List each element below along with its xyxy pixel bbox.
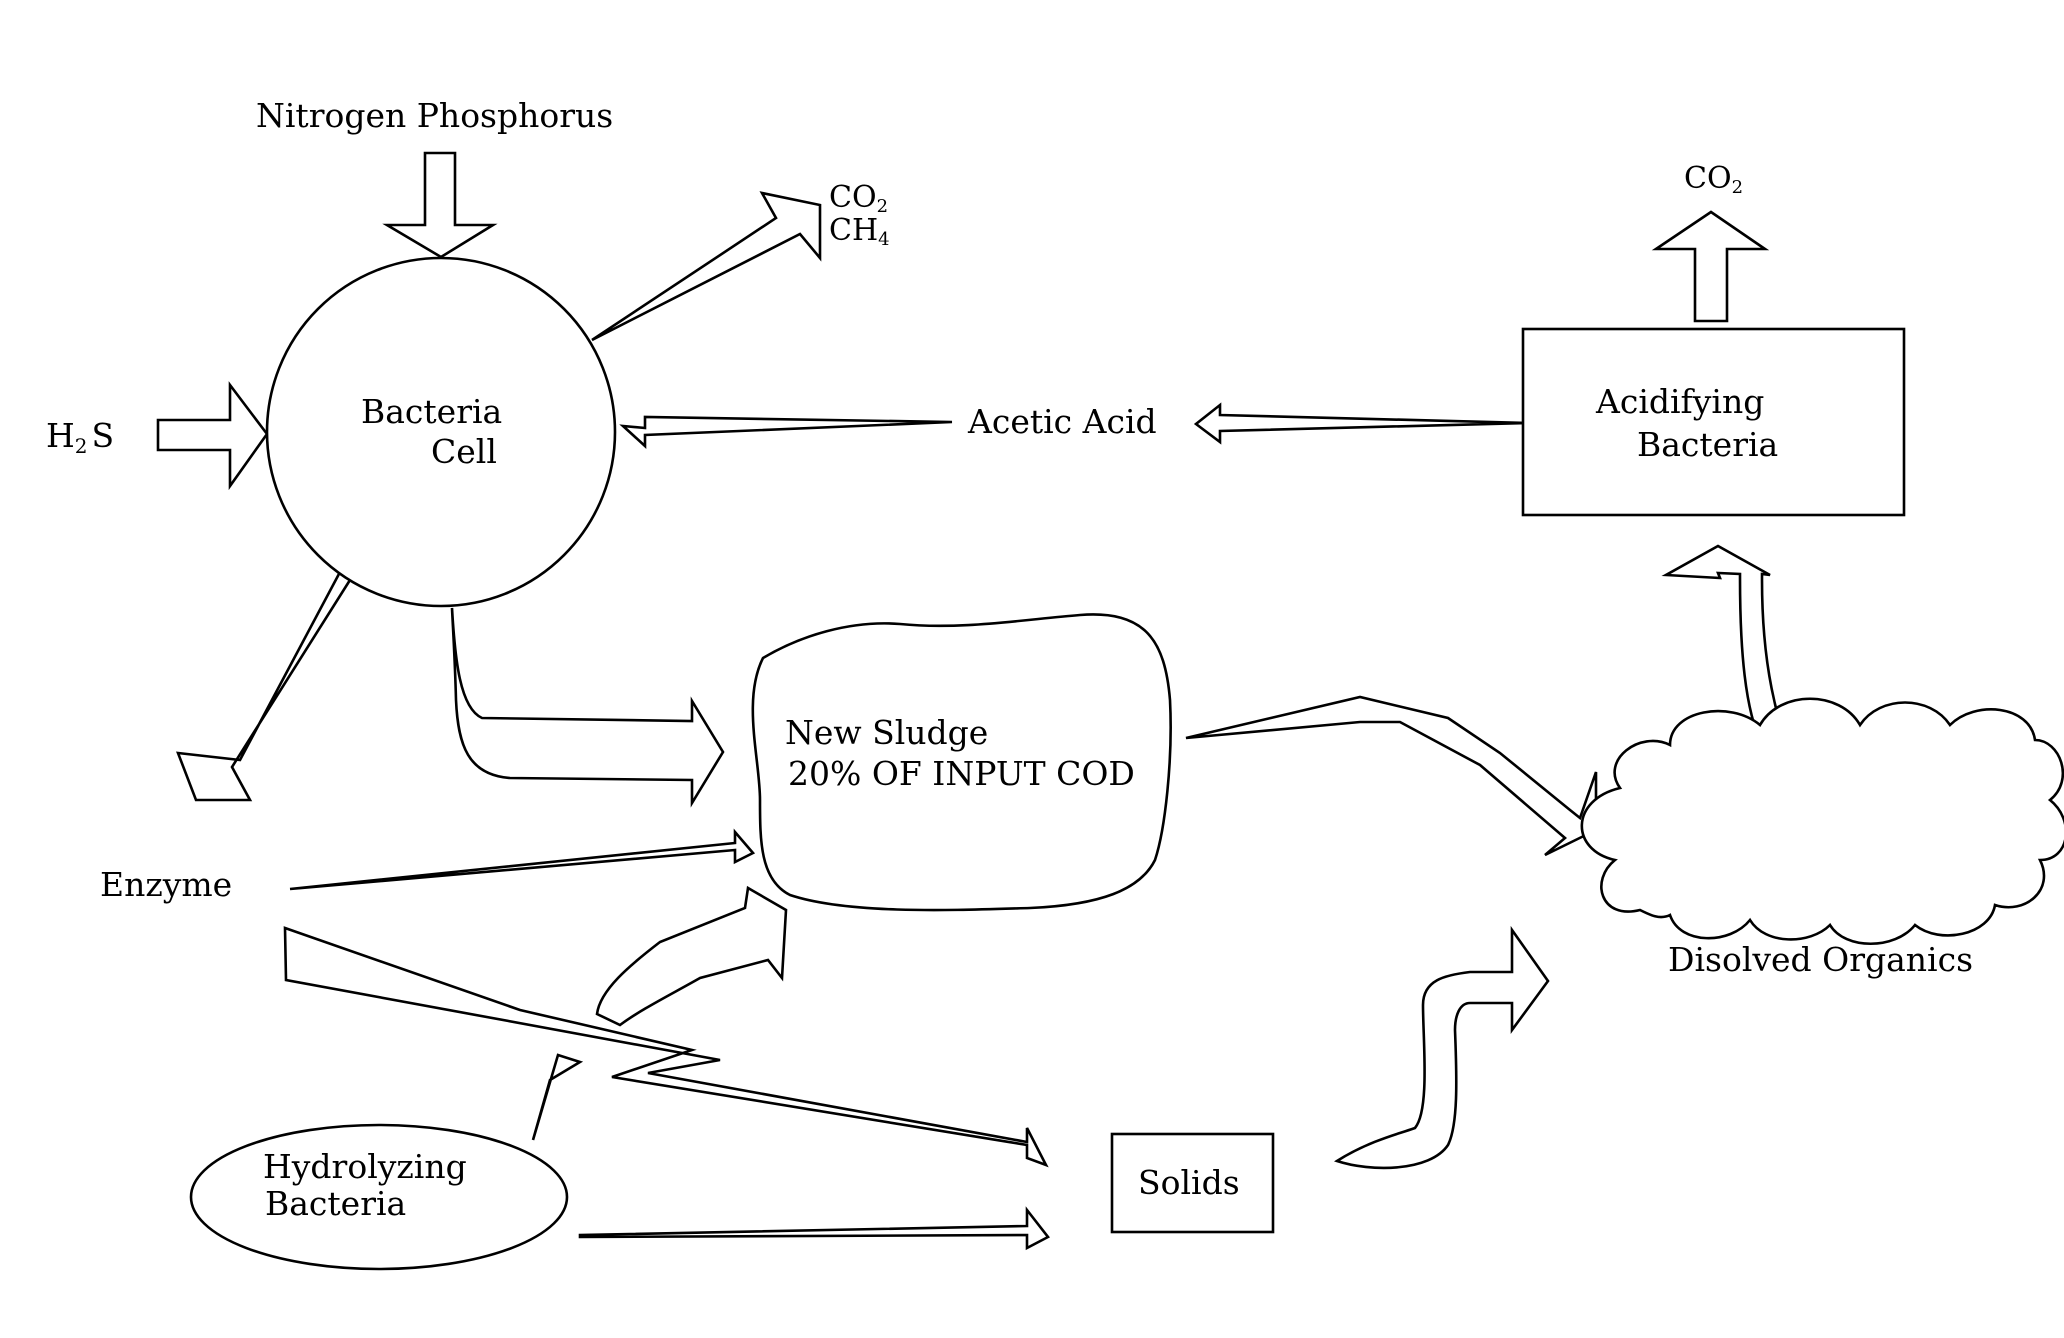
hydrolyzing-up-wedge	[531, 1053, 584, 1141]
h2s-s: S	[92, 416, 115, 455]
cell-ch4-subscript: 4	[878, 229, 889, 250]
solids-label: Solids	[1138, 1163, 1240, 1202]
cell-to-enzyme-arrow	[176, 570, 352, 802]
enzyme-to-solids-arrow	[283, 926, 1049, 1168]
acetic-acid-to-cell-arrow	[619, 415, 953, 449]
acid-co2-main: CO	[1684, 161, 1732, 196]
acidifying-bacteria-label-line2: Bacteria	[1637, 425, 1778, 464]
h2s-h: H	[46, 416, 75, 455]
bacteria-cell-node	[265, 256, 617, 608]
dissolved-organics-node	[1580, 697, 2064, 945]
hydrolyzing-to-sludge-arrow	[595, 885, 788, 1027]
h2s-input-arrow	[156, 381, 269, 491]
acidifying-bacteria-label-line1: Acidifying	[1595, 382, 1764, 421]
acid-gas-co2-label: CO2	[1684, 161, 1743, 198]
cell-co2-main: CO	[829, 180, 877, 215]
bacteria-cell-label-line2: Cell	[431, 432, 497, 471]
nutrient-input-arrow	[382, 151, 498, 259]
hydrolyzing-bacteria-label-line1: Hydrolyzing	[263, 1147, 467, 1186]
acidifying-bacteria-node	[1521, 327, 1906, 517]
hydrolyzing-bacteria-label-line2: Bacteria	[265, 1184, 406, 1223]
solids-node	[1110, 1132, 1275, 1234]
cell-gas-co2-label: CO2	[829, 180, 888, 217]
hydrolyzing-bacteria-node	[189, 1123, 569, 1271]
acid-gas-output-arrow	[1651, 210, 1770, 323]
sludge-to-organics-arrow	[1185, 695, 1598, 857]
h2s-subscript: 2	[75, 434, 88, 458]
new-sludge-label-line1: New Sludge	[785, 713, 988, 752]
enzyme-to-sludge-arrow	[289, 828, 756, 891]
cell-co2-subscript: 2	[877, 196, 888, 217]
acidifying-to-acetic-arrow	[1193, 402, 1528, 445]
dissolved-organics-label: Disolved Organics	[1668, 940, 1973, 979]
cell-ch4-main: CH	[829, 213, 878, 248]
cell-to-sludge-arrow	[450, 607, 725, 808]
acid-co2-subscript: 2	[1732, 177, 1743, 198]
new-sludge-label-line2: 20% OF INPUT COD	[788, 754, 1135, 793]
hydrolyzing-to-solids-arrow	[578, 1206, 1050, 1251]
new-sludge-node	[751, 613, 1172, 912]
nitrogen-phosphorus-label: Nitrogen Phosphorus	[256, 96, 613, 135]
cell-gas-output-arrow	[591, 191, 822, 342]
cell-gas-ch4-label: CH4	[829, 213, 890, 250]
bacteria-cell-label-line1: Bacteria	[361, 392, 502, 431]
solids-to-organics-arrow	[1333, 925, 1550, 1170]
enzyme-label: Enzyme	[100, 865, 232, 904]
acetic-acid-label: Acetic Acid	[967, 402, 1157, 441]
